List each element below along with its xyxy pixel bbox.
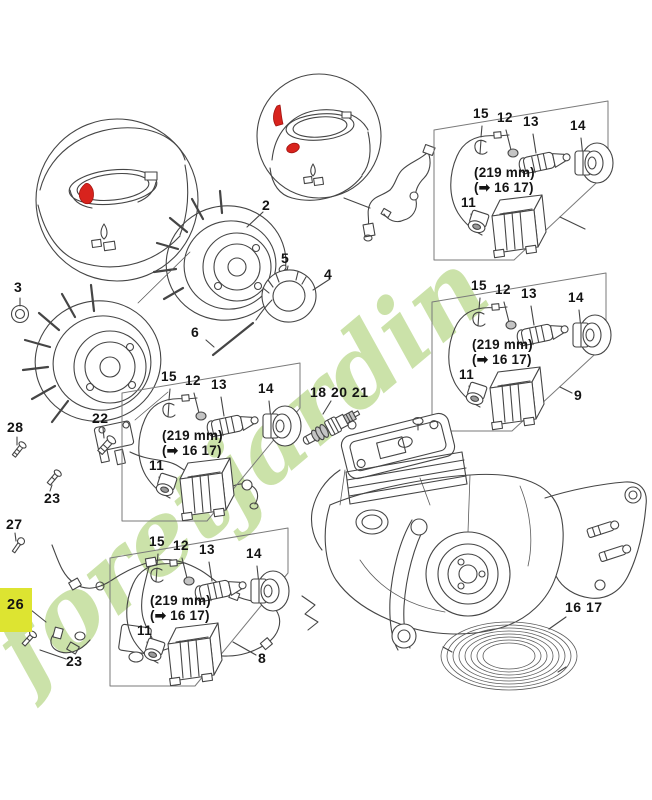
detail-circle-2 (257, 74, 381, 208)
part-label-22: 22 (92, 410, 109, 426)
highlighted-part-26: 26 (0, 588, 32, 632)
ignition-rotor-4 (258, 266, 330, 327)
red-position-marker (285, 142, 300, 155)
module-box-middle (122, 363, 302, 521)
flywheel-1 (22, 252, 190, 434)
part-label-27: 27 (6, 516, 23, 532)
module-box-bottom (110, 528, 290, 686)
part-label-ignition-lead: 16 17 (565, 599, 603, 615)
part-label-3: 3 (14, 279, 23, 295)
nut-3 (12, 298, 29, 323)
module-box-right-top (434, 101, 614, 260)
part-label-2: 2 (262, 197, 271, 213)
red-position-marker (79, 183, 93, 203)
detail-circle-1 (36, 119, 198, 281)
red-position-marker (273, 105, 283, 126)
screw-28 (11, 440, 27, 458)
module-box-right-middle (432, 273, 612, 431)
ignition-lead-coil (441, 617, 577, 690)
part-label-26: 26 (7, 597, 25, 613)
screw-27 (11, 536, 26, 554)
screw-23a (46, 469, 63, 487)
spark-plug (300, 406, 362, 449)
bolt-22 (96, 434, 117, 456)
part-label-spark-plug: 18 20 21 (310, 384, 369, 400)
part-label-4: 4 (324, 266, 333, 282)
part-label-9: 9 (574, 387, 583, 403)
screw-23b (21, 630, 38, 648)
part-label-5: 5 (281, 250, 290, 266)
rod-6 (206, 300, 272, 355)
part-label-23a: 23 (44, 490, 61, 506)
engine-assembly (302, 411, 646, 650)
part-label-23b: 23 (66, 653, 83, 669)
part-label-28: 28 (7, 419, 24, 435)
flywheel-2 (154, 191, 298, 333)
part-label-8: 8 (258, 650, 267, 666)
part-label-6: 6 (191, 324, 200, 340)
